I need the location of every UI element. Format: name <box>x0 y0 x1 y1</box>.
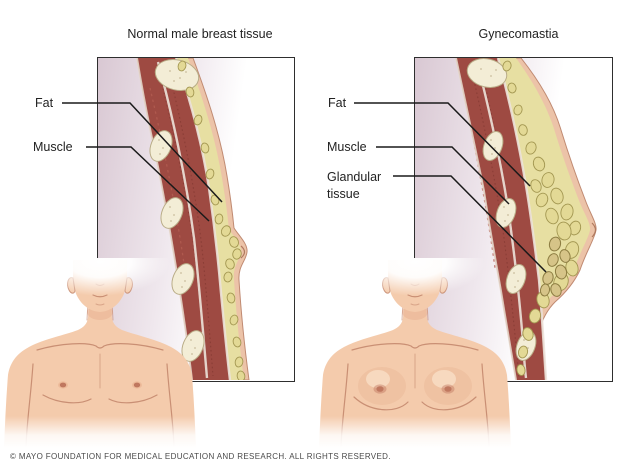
label-muscle-normal: Muscle <box>33 140 73 154</box>
label-muscle-gynecomastia: Muscle <box>327 140 367 154</box>
panel-title-gynecomastia: Gynecomastia <box>478 27 559 41</box>
nipple-bump-gynecomastia <box>591 222 597 238</box>
head-fade <box>30 258 170 296</box>
label-glandular-tissue: Glandular tissue <box>327 170 382 201</box>
panel-title-normal: Normal male breast tissue <box>127 27 273 41</box>
chest-gynecomastia <box>353 367 477 411</box>
torso-illustration-normal <box>0 258 215 448</box>
glandular-lobules <box>539 236 571 297</box>
nipple-bump-normal <box>240 245 246 259</box>
head-fade <box>345 258 485 296</box>
bottom-fade <box>300 416 530 448</box>
copyright-notice: © MAYO FOUNDATION FOR MEDICAL EDUCATION … <box>10 452 391 461</box>
torso-illustration-gynecomastia <box>300 258 530 448</box>
bottom-fade <box>0 416 215 448</box>
label-fat-gynecomastia: Fat <box>328 96 347 110</box>
label-fat-normal: Fat <box>35 96 54 110</box>
chest-normal <box>42 381 158 404</box>
